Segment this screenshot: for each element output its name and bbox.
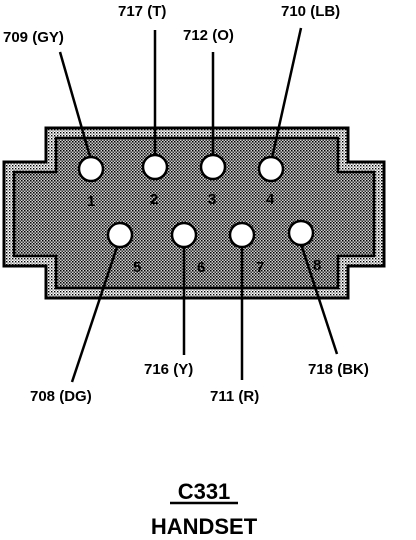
- wire-label-pin-4: 710 (LB): [281, 3, 340, 20]
- pin-numbers: 1 2 3 4 5 6 7 8: [87, 191, 321, 276]
- wire-label-pin-1: 709 (GY): [3, 29, 64, 46]
- wire-label-pin-8: 718 (BK): [308, 361, 369, 378]
- pin-number-4: 4: [266, 191, 275, 208]
- pin-number-6: 6: [197, 259, 205, 276]
- wire-labels: 709 (GY) 717 (T) 712 (O) 710 (LB) 708 (D…: [3, 3, 369, 405]
- pin-2-cavity: [141, 153, 169, 181]
- pin-number-7: 7: [256, 259, 264, 276]
- pin-number-1: 1: [87, 193, 95, 210]
- pin-7-cavity: [228, 221, 256, 249]
- connector-name: HANDSET: [151, 514, 258, 539]
- wire-label-pin-6: 716 (Y): [144, 361, 193, 378]
- pin-3-cavity: [199, 153, 227, 181]
- pin-number-3: 3: [208, 191, 216, 208]
- lead-pin-8: [299, 243, 339, 355]
- wire-label-pin-3: 712 (O): [183, 27, 234, 44]
- pins: [77, 153, 315, 249]
- wire-label-pin-5: 708 (DG): [30, 388, 92, 405]
- lead-pin-1: [58, 51, 93, 161]
- lead-pin-4: [270, 27, 303, 159]
- connector-id: C331: [178, 479, 231, 504]
- pin-1-cavity: [77, 155, 105, 183]
- pin-8-cavity: [287, 219, 315, 247]
- wire-leads: [58, 27, 339, 383]
- title-block: C331 HANDSET: [151, 479, 258, 539]
- wire-label-pin-2: 717 (T): [118, 3, 166, 20]
- pin-number-2: 2: [150, 191, 158, 208]
- pin-number-8: 8: [313, 257, 321, 274]
- pin-5-cavity: [106, 221, 134, 249]
- pin-number-5: 5: [133, 259, 141, 276]
- wire-label-pin-7: 711 (R): [210, 388, 259, 405]
- pin-6-cavity: [170, 221, 198, 249]
- connector-inner-outline: [12, 136, 376, 290]
- pin-4-cavity: [257, 155, 285, 183]
- lead-pin-5: [70, 243, 120, 383]
